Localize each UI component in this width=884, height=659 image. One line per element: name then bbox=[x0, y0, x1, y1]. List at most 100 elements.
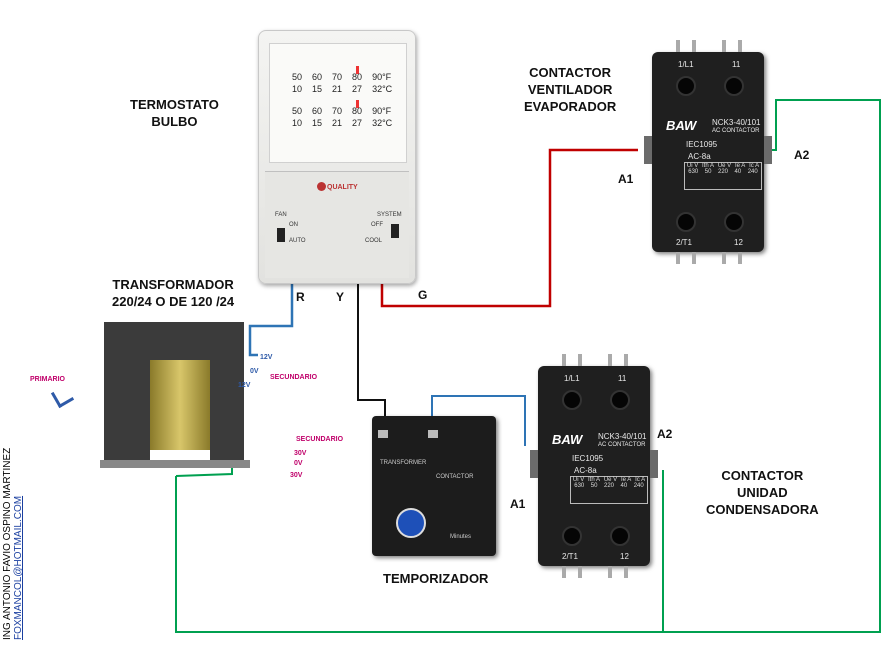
coil-terminal-a2 bbox=[650, 450, 658, 478]
scale-f-label: 90°F bbox=[372, 72, 392, 82]
contactor-brand: BAW bbox=[552, 432, 583, 447]
terminal-pin bbox=[562, 354, 566, 366]
terminal-a1-evap: A1 bbox=[618, 172, 634, 186]
transformer-coil bbox=[150, 360, 210, 450]
temp-pointer bbox=[356, 100, 359, 108]
timer-knob[interactable] bbox=[396, 508, 426, 538]
fan-on-label: ON bbox=[289, 222, 298, 228]
v30-top-label: 30V bbox=[294, 450, 307, 457]
spec-header: Ui V bbox=[572, 477, 585, 483]
screw-hole bbox=[562, 390, 582, 410]
timer-terminal bbox=[428, 430, 438, 438]
scale-c-label: 10 bbox=[292, 84, 303, 94]
top-right-terminal-label: 11 bbox=[732, 60, 741, 69]
terminal-pin bbox=[608, 566, 612, 578]
terminal-pin bbox=[608, 354, 612, 366]
spec-header: Ui V bbox=[686, 163, 699, 169]
top-right-terminal-label: 11 bbox=[618, 374, 627, 383]
fan-switch[interactable] bbox=[277, 228, 285, 242]
spec-value: 220 bbox=[717, 169, 728, 175]
terminal-pin bbox=[624, 566, 628, 578]
terminal-pin bbox=[692, 40, 696, 52]
contactor-type: AC CONTACTOR bbox=[598, 442, 646, 448]
primario-label: PRIMARIO bbox=[30, 376, 65, 383]
scale-f-label: 70 bbox=[332, 106, 343, 116]
spec-value: 240 bbox=[633, 483, 644, 489]
transformer-core bbox=[210, 360, 244, 460]
contactor-category: AC-8a bbox=[574, 466, 597, 475]
spec-header: Ue V bbox=[603, 477, 618, 483]
spec-header: Ith A bbox=[588, 477, 601, 483]
transformer: PRIMARIO 12V 0V SECUNDARIO 12V SECUNDARI… bbox=[30, 310, 360, 490]
scale-f-label: 70 bbox=[332, 72, 343, 82]
timer-terminal bbox=[378, 430, 388, 438]
system-cool-label: COOL bbox=[365, 238, 383, 244]
contactor-evap-label: CONTACTOR VENTILADOR EVAPORADOR bbox=[524, 65, 617, 114]
secundario-top-label: SECUNDARIO bbox=[270, 374, 318, 381]
brand-label: QUALITY bbox=[327, 184, 358, 191]
scale-c-label: 10 bbox=[292, 118, 303, 128]
scale-f-label: 50 bbox=[292, 72, 303, 82]
top-left-terminal-label: 1/L1 bbox=[564, 374, 580, 383]
scale-f-label: 50 bbox=[292, 106, 303, 116]
spec-value: 630 bbox=[688, 169, 699, 175]
contactor-brand: BAW bbox=[666, 118, 697, 133]
spec-value: 40 bbox=[734, 169, 742, 175]
wire-g bbox=[380, 148, 638, 308]
terminal-pin bbox=[722, 40, 726, 52]
scale-f-label: 80 bbox=[352, 106, 363, 116]
terminal-g: G bbox=[418, 288, 428, 302]
terminal-pin bbox=[692, 252, 696, 264]
contactor-model: NCK3-40/101 bbox=[712, 118, 761, 127]
screw-hole bbox=[610, 526, 630, 546]
v0-top-label: 0V bbox=[250, 368, 259, 375]
contactor-type: AC CONTACTOR bbox=[712, 128, 760, 134]
spec-value: 220 bbox=[603, 483, 614, 489]
bottom-right-terminal-label: 12 bbox=[734, 238, 743, 247]
terminal-y: Y bbox=[336, 290, 345, 304]
system-switch[interactable] bbox=[391, 224, 399, 238]
wire-common bbox=[175, 99, 881, 633]
timer-relay: TRANSFORMER CONTACTOR Minutes bbox=[372, 416, 496, 556]
screw-hole bbox=[676, 76, 696, 96]
scale-c-label: 32°C bbox=[372, 118, 393, 128]
spec-header: Ue V bbox=[717, 163, 732, 169]
scale-f-label: 60 bbox=[312, 106, 323, 116]
terminal-pin bbox=[676, 252, 680, 264]
timer-transformer-label: TRANSFORMER bbox=[380, 460, 427, 466]
spec-header: Ic A bbox=[749, 163, 760, 169]
scale-c-label: 32°C bbox=[372, 84, 393, 94]
scale-c-label: 27 bbox=[352, 84, 363, 94]
timer-contactor-label: CONTACTOR bbox=[436, 474, 474, 480]
wire-timer-a1 bbox=[431, 395, 526, 446]
scale-f-label: 90°F bbox=[372, 106, 392, 116]
thermostat-label: TERMOSTATO BULBO bbox=[130, 97, 219, 129]
author-email[interactable]: FOXMANCOL@HOTMAIL.COM bbox=[13, 495, 24, 640]
scale-f-bottom: 50 60 70 80 90°F bbox=[292, 106, 391, 116]
bottom-left-terminal-label: 2/T1 bbox=[562, 552, 579, 561]
contactor-standard: IEC1095 bbox=[572, 454, 604, 463]
scale-c-label: 21 bbox=[332, 118, 343, 128]
terminal-pin bbox=[738, 40, 742, 52]
contactor-standard: IEC1095 bbox=[686, 140, 718, 149]
mounting-bracket bbox=[100, 460, 250, 468]
spec-value: 630 bbox=[574, 483, 585, 489]
system-label: SYSTEM bbox=[377, 212, 402, 218]
spec-header: Ic A bbox=[635, 477, 646, 483]
v12-top-label: 12V bbox=[260, 354, 273, 361]
bottom-left-terminal-label: 2/T1 bbox=[676, 238, 693, 247]
screw-hole bbox=[724, 212, 744, 232]
terminal-a2-evap: A2 bbox=[794, 148, 810, 162]
fan-label: FAN bbox=[275, 212, 287, 218]
contactor-condenser: 1/L1 11 BAW NCK3-40/101 AC CONTACTOR IEC… bbox=[530, 354, 658, 578]
screw-hole bbox=[724, 76, 744, 96]
screw-hole bbox=[610, 390, 630, 410]
